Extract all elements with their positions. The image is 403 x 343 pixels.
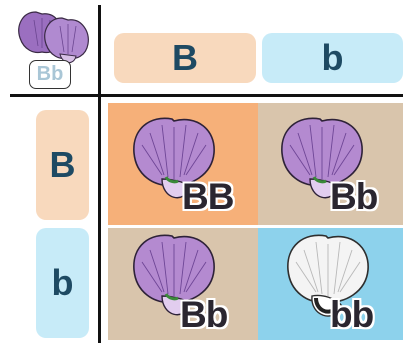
vertical-divider-line [98, 5, 101, 343]
cell-Bb-bottom-left: Bb [108, 228, 258, 340]
side-allele-b-label: b [51, 262, 74, 303]
side-allele-B-label: B [49, 144, 76, 185]
purple-flower-icon [281, 117, 363, 199]
cell-Bb-top-right-genotype: Bb [330, 176, 378, 217]
parent-flower-icon [18, 11, 89, 63]
cell-bb-genotype: bb [330, 294, 374, 335]
purple-flower-icon [133, 117, 215, 199]
cell-Bb-top-right: Bb [258, 103, 403, 225]
cell-bb: bb [258, 228, 403, 340]
purple-flower-icon [133, 234, 215, 316]
side-allele-B: B [36, 110, 89, 220]
top-allele-B: B [114, 33, 256, 83]
cell-BB-genotype: BB [182, 176, 234, 217]
side-allele-b: b [36, 228, 89, 338]
parent-flower-group: Bb [8, 4, 93, 94]
cell-Bb-bottom-left-genotype: Bb [180, 294, 228, 335]
top-allele-b-label: b [321, 37, 344, 78]
white-flower-icon [287, 234, 369, 317]
cell-BB: BB [108, 103, 258, 225]
horizontal-divider-line [10, 94, 403, 97]
parent-genotype-badge: Bb [29, 60, 71, 89]
top-allele-b: b [262, 33, 403, 83]
parent-genotype-label: Bb [36, 63, 64, 85]
top-allele-B-label: B [172, 37, 198, 78]
